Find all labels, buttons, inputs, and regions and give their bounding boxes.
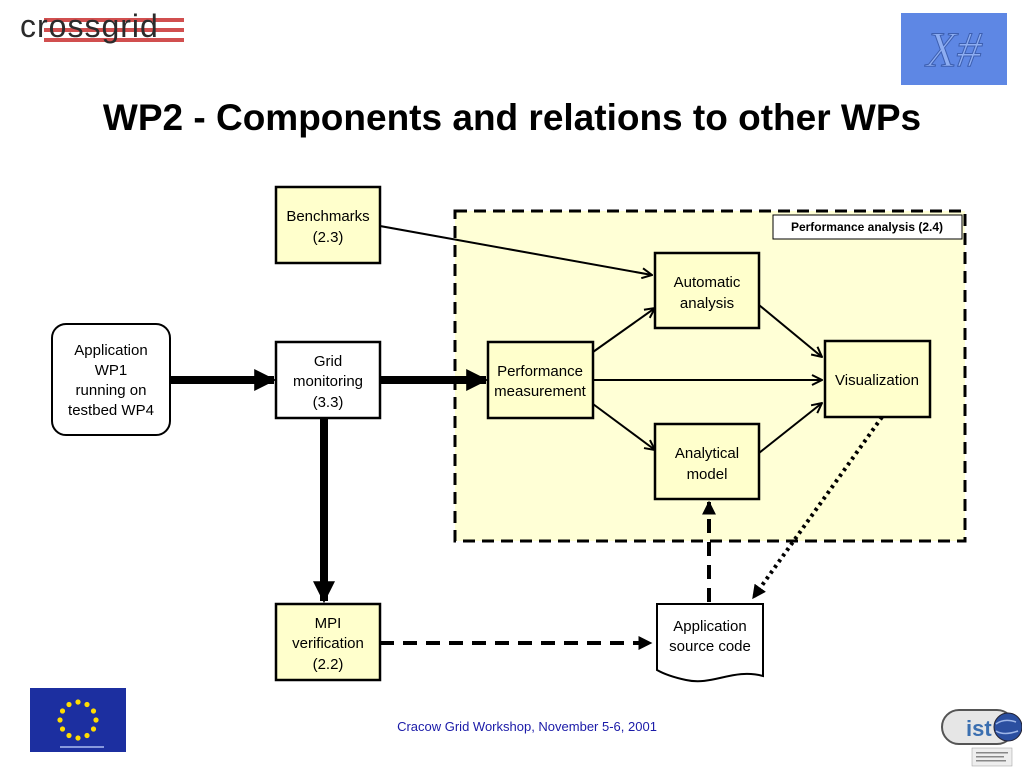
- logo-band: [44, 18, 184, 22]
- performance-analysis-label: Performance analysis (2.4): [791, 220, 943, 234]
- crossgrid-logo-text: crossgrid: [20, 8, 159, 44]
- footer-text: Cracow Grid Workshop, November 5-6, 2001: [397, 719, 657, 734]
- node-label: Application: [673, 618, 746, 635]
- arrow-analytical-model-to-visualization: [758, 403, 822, 454]
- dotted-visualization-to-source-code: [751, 415, 884, 600]
- arrow-measurement-to-automatic-analysis: [592, 308, 655, 353]
- node-label: monitoring: [293, 373, 363, 390]
- eu-flag-icon: [30, 688, 126, 752]
- node-label: Application: [74, 342, 147, 359]
- analytical-model-node: Analytical model: [653, 422, 761, 501]
- ist-logo: ist: [941, 709, 1022, 767]
- node-label: Analytical: [675, 445, 739, 462]
- mpi-verification-node: MPI verification (2.2): [274, 602, 382, 682]
- node-label: Performance: [497, 363, 583, 380]
- page-title: WP2 - Components and relations to other …: [102, 97, 922, 138]
- node-label: (3.3): [313, 394, 344, 411]
- logo-band: [44, 38, 184, 42]
- performance-analysis-label-box: [772, 214, 963, 240]
- arrow-measurement-to-analytical-model: [592, 403, 655, 450]
- crossgrid-logo: crossgrid: [20, 8, 195, 46]
- logo-band: [44, 28, 184, 32]
- node-label: testbed WP4: [68, 402, 154, 419]
- node-label: (2.3): [313, 229, 344, 246]
- node-label: Visualization: [835, 372, 919, 389]
- node-label: MPI: [315, 615, 342, 632]
- node-label: Automatic: [674, 274, 741, 291]
- automatic-analysis-node: Automatic analysis: [653, 251, 761, 330]
- node-label: model: [687, 466, 728, 483]
- arrow-automatic-analysis-to-visualization: [758, 304, 822, 357]
- node-label: Benchmarks: [286, 208, 369, 225]
- node-label: analysis: [680, 295, 734, 312]
- node-label: running on: [76, 382, 147, 399]
- node-label: verification: [292, 635, 364, 652]
- arrow-benchmarks-to-automatic-analysis: [379, 225, 652, 275]
- node-label: (2.2): [313, 656, 344, 673]
- x-sharp-logo: X#: [901, 13, 1007, 85]
- application-wp1-node: Application WP1 running on testbed WP4: [51, 323, 171, 436]
- x-sharp-logo-text: X#: [926, 21, 983, 78]
- application-source-code-node: Application source code: [656, 603, 764, 683]
- performance-measurement-node: Performance measurement: [486, 340, 595, 420]
- grid-monitoring-node: Grid monitoring (3.3): [274, 340, 382, 420]
- ist-logo-text: ist: [966, 716, 992, 741]
- node-label: Grid: [314, 353, 342, 370]
- node-label: measurement: [494, 383, 587, 400]
- node-label: WP1: [95, 362, 128, 379]
- benchmarks-node: Benchmarks (2.3): [274, 185, 382, 265]
- visualization-node: Visualization: [823, 339, 932, 419]
- node-label: source code: [669, 638, 751, 655]
